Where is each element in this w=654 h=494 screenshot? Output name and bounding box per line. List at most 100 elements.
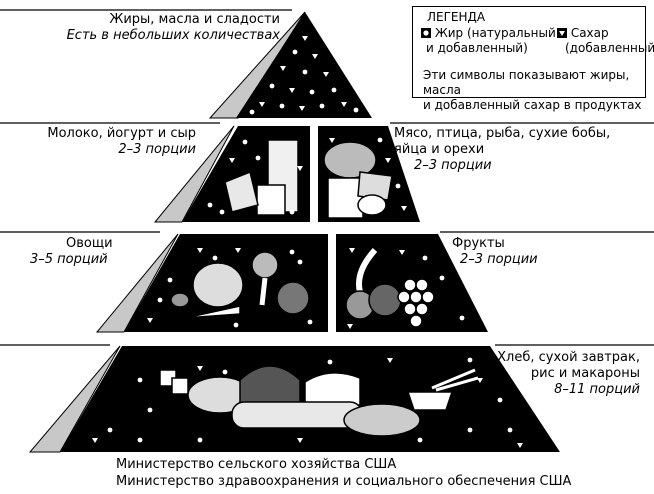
fat-sugar-symbols-top <box>249 36 359 115</box>
credits-line-1: Министерство сельского хозяйства США <box>116 457 397 472</box>
sugar-symbol <box>299 106 305 111</box>
fat-symbol <box>459 315 465 321</box>
fat-symbol <box>422 255 428 261</box>
sugar-symbol <box>297 438 303 443</box>
sugar-symbol <box>341 102 347 107</box>
legend-box: ЛЕГЕНДА Жир (натуральный и добавленный) … <box>412 6 654 112</box>
sugar-symbol <box>347 324 353 329</box>
credits: Министерство сельского хозяйства США Мин… <box>116 456 571 490</box>
fat-symbol <box>289 209 295 215</box>
dairy-name: Молоко, йогурт и сыр <box>47 126 196 141</box>
dairy-illustration <box>224 139 299 216</box>
fat-symbol <box>497 397 503 403</box>
fat-symbol <box>331 87 337 93</box>
fat-symbol <box>467 357 473 363</box>
sugar-symbol <box>385 158 391 163</box>
fat-symbol <box>377 137 383 143</box>
fats-label: Жиры, масла и сладости Есть в небольших … <box>67 12 280 44</box>
fruits-serving: 2–3 порции <box>460 252 538 267</box>
sugar-symbol <box>401 206 407 211</box>
fat-symbol <box>197 437 203 443</box>
vegetables-name: Овощи <box>66 236 113 251</box>
legend-fat-label-2: и добавленный) <box>426 41 528 55</box>
fat-symbol <box>242 139 248 145</box>
sugar-symbol <box>517 443 523 448</box>
fat-symbol <box>212 255 218 261</box>
fat-symbol <box>157 297 163 303</box>
grains-name-line-1: Хлеб, сухой завтрак, <box>497 350 640 365</box>
circle-icon <box>421 28 431 38</box>
sugar-symbol <box>349 248 355 253</box>
legend-sugar-label-1: Сахар <box>570 26 609 40</box>
fat-symbol <box>302 69 308 75</box>
label-guide-lines <box>0 9 654 346</box>
sugar-symbol <box>312 54 318 59</box>
sugar-symbol <box>302 36 308 41</box>
sugar-symbol <box>197 366 203 371</box>
fat-symbol <box>279 103 285 109</box>
fats-name: Жиры, масла и сладости <box>109 12 280 27</box>
grains-label: Хлеб, сухой завтрак, рис и макароны 8–11… <box>497 350 640 398</box>
sugar-symbol <box>323 72 329 77</box>
fat-symbol <box>395 183 401 189</box>
sugar-symbol <box>280 66 286 71</box>
sugar-symbol <box>229 158 235 163</box>
tier-fats-sweets <box>236 12 372 118</box>
fat-symbol <box>467 427 473 433</box>
sugar-symbol <box>147 318 153 323</box>
fat-symbol <box>269 83 275 89</box>
meat-serving: 2–3 порции <box>414 158 492 173</box>
sugar-symbol <box>297 166 303 171</box>
fat-symbol <box>137 377 143 383</box>
legend-note-line-2: и добавленный сахар в продуктах <box>423 98 642 112</box>
legend-note: Эти символы показывают жиры, масла и доб… <box>423 68 645 113</box>
fat-symbol <box>307 319 313 325</box>
fat-symbol <box>309 89 315 95</box>
sugar-symbol <box>235 248 241 253</box>
meat-name-line-2: яйца и орехи <box>394 142 485 157</box>
meat-illustration <box>323 141 393 219</box>
fat-symbol <box>107 427 113 433</box>
fat-symbol <box>507 427 513 433</box>
fruits-label: Фрукты 2–3 порции <box>452 236 538 268</box>
triangle-icon <box>557 28 567 38</box>
fats-serving: Есть в небольших количествах <box>66 28 280 43</box>
fat-symbol <box>353 107 359 113</box>
legend-sugar: Сахар (добавленный) <box>557 26 654 56</box>
fat-symbol <box>417 437 423 443</box>
meat-label: Мясо, птица, рыба, сухие бобы, яйца и ор… <box>394 126 610 174</box>
sugar-symbol <box>477 378 483 383</box>
sugar-symbol <box>289 88 295 93</box>
sugar-symbol <box>399 250 405 255</box>
fat-symbol <box>327 359 333 365</box>
meat-name-line-1: Мясо, птица, рыба, сухие бобы, <box>394 126 611 141</box>
sugar-symbol <box>197 248 203 253</box>
legend-fat-label-1: Жир (натуральный <box>434 26 556 40</box>
fat-symbol <box>297 259 303 265</box>
fat-symbol <box>222 369 228 375</box>
dairy-serving: 2–3 порции <box>118 142 196 157</box>
legend-sugar-label-2: (добавленный) <box>565 41 654 55</box>
fat-symbol <box>319 103 325 109</box>
fat-sugar-symbols <box>92 137 523 448</box>
grains-name-line-2: рис и макароны <box>530 366 640 381</box>
sugar-symbol <box>92 438 98 443</box>
vegetables-illustration <box>170 251 310 319</box>
fat-symbol <box>219 209 225 215</box>
fat-symbol <box>289 249 295 255</box>
vegetables-serving: 3–5 порций <box>30 252 108 267</box>
fruits-illustration <box>345 247 435 328</box>
fat-symbol <box>167 277 173 283</box>
fat-symbol <box>147 407 153 413</box>
sugar-symbol <box>387 358 393 363</box>
fat-symbol <box>233 322 239 328</box>
credits-line-2: Министерство здравоохранения и социально… <box>116 474 572 489</box>
sugar-symbol <box>259 102 265 107</box>
fat-symbol <box>292 49 298 55</box>
grains-illustration <box>159 365 479 437</box>
fat-symbol <box>249 109 255 115</box>
grains-serving: 8–11 порций <box>554 382 640 397</box>
fat-symbol <box>439 275 445 281</box>
vegetables-label: Овощи 3–5 порций <box>30 236 113 268</box>
